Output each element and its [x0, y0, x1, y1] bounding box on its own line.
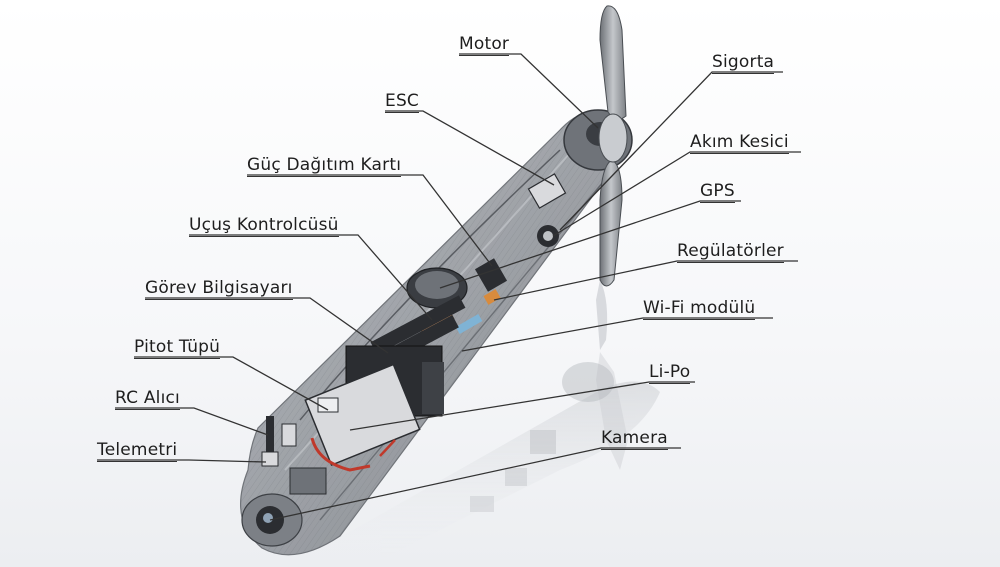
regulator-part — [483, 289, 501, 305]
label-regulatorler: Regülatörler — [677, 241, 784, 263]
leader-sigorta — [559, 71, 783, 231]
leader-motor — [459, 53, 599, 129]
label-telemetri: Telemetri — [97, 440, 178, 462]
label-pitot-text: Pitot Tüpü — [134, 337, 221, 359]
floor-reflection — [300, 352, 660, 560]
label-sigorta: Sigorta — [712, 52, 775, 74]
label-kamera-text: Kamera — [601, 428, 668, 450]
lipo-battery — [304, 363, 421, 467]
label-motor: Motor — [459, 34, 510, 56]
label-pitot: Pitot Tüpü — [134, 337, 221, 359]
label-gps-text: GPS — [700, 181, 735, 203]
label-guc-dagitim: Güç Dağıtım Kartı — [247, 155, 402, 177]
label-ucus-kontrolcusu-text: Uçuş Kontrolcüsü — [189, 215, 339, 237]
rc-receiver-part — [266, 416, 274, 456]
leader-pitot — [134, 356, 329, 411]
propeller — [596, 5, 628, 350]
label-sigorta-text: Sigorta — [712, 52, 775, 74]
leader-guc — [247, 174, 493, 267]
label-esc-text: ESC — [385, 91, 420, 113]
telemetry-part — [261, 451, 279, 467]
label-wifi: Wi-Fi modülü — [643, 298, 756, 320]
leader-ucus — [189, 234, 433, 321]
label-esc: ESC — [385, 91, 420, 113]
mission-computer — [370, 295, 466, 355]
label-akim-kesici-text: Akım Kesici — [690, 132, 789, 154]
label-wifi-text: Wi-Fi modülü — [643, 298, 756, 320]
wifi-part — [455, 314, 483, 334]
leader-rc — [115, 407, 269, 436]
label-kamera: Kamera — [601, 428, 668, 450]
label-ucus-kontrolcusu: Uçuş Kontrolcüsü — [189, 215, 339, 237]
leader-regul — [493, 260, 798, 301]
label-regulatorler-text: Regülatörler — [677, 241, 784, 263]
label-rc-alici-text: RC Alıcı — [115, 388, 180, 410]
label-lipo-text: Li-Po — [649, 362, 691, 384]
leader-lines — [97, 53, 801, 521]
leader-kamera — [269, 447, 681, 521]
label-telemetri-text: Telemetri — [97, 440, 178, 462]
pdb-board — [474, 258, 508, 292]
label-akim-kesici: Akım Kesici — [690, 132, 789, 154]
leader-telemetri — [97, 459, 267, 463]
label-rc-alici: RC Alıcı — [115, 388, 180, 410]
leader-gorev — [145, 297, 389, 354]
label-lipo: Li-Po — [649, 362, 691, 384]
leader-gps — [439, 200, 741, 289]
leader-akim — [552, 151, 801, 237]
label-gps: GPS — [700, 181, 735, 203]
label-motor-text: Motor — [459, 34, 510, 56]
leader-wifi — [461, 317, 773, 352]
label-gorev-bilgisayari-text: Görev Bilgisayarı — [145, 278, 293, 300]
leader-esc — [385, 110, 555, 186]
label-gorev-bilgisayari: Görev Bilgisayarı — [145, 278, 293, 300]
label-guc-dagitim-text: Güç Dağıtım Kartı — [247, 155, 402, 177]
leader-lipo — [349, 381, 695, 431]
esc-block — [527, 173, 567, 209]
